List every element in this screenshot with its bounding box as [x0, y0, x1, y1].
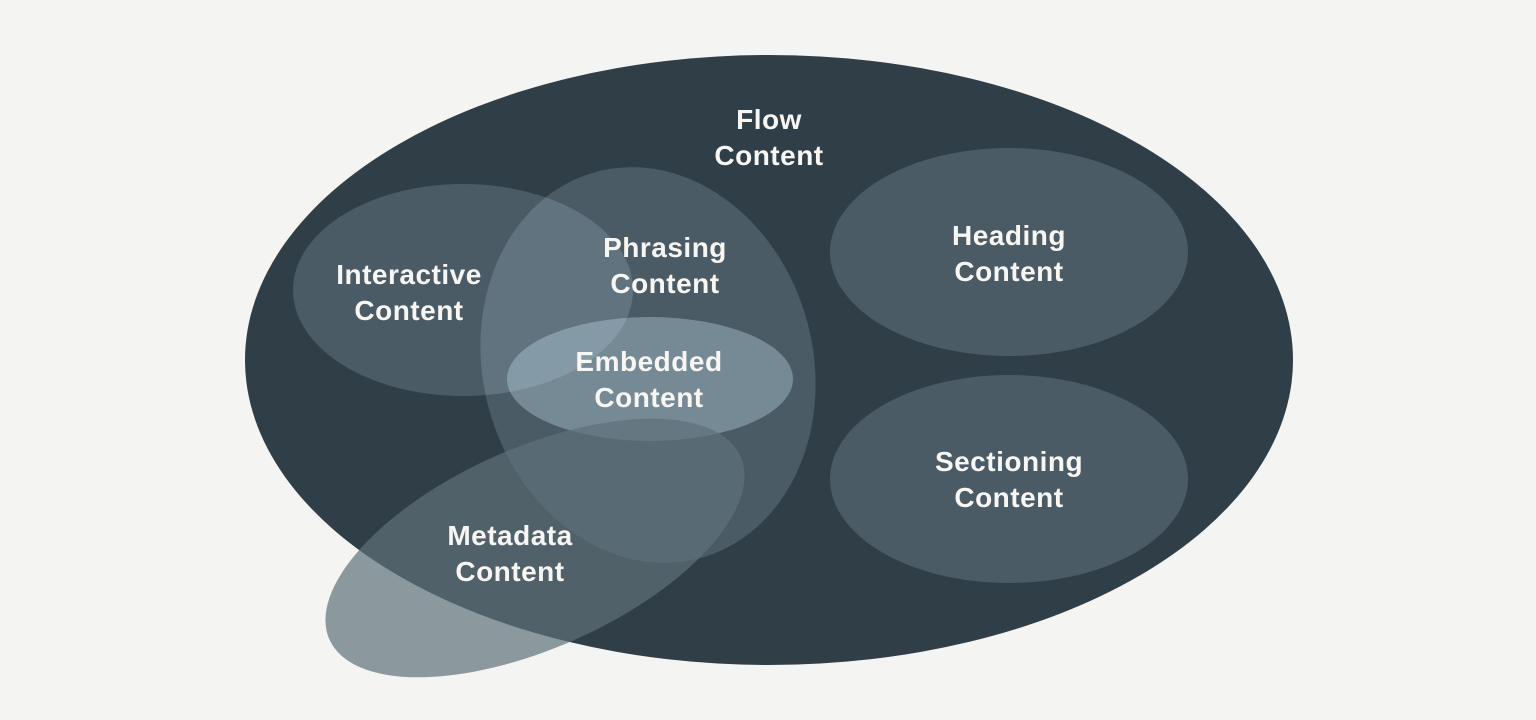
embedded-content-ellipse	[507, 317, 793, 441]
metadata-content-ellipse	[325, 418, 745, 678]
sectioning-content-ellipse	[830, 375, 1188, 583]
heading-content-ellipse	[830, 148, 1188, 356]
interactive-content-ellipse	[293, 184, 633, 396]
